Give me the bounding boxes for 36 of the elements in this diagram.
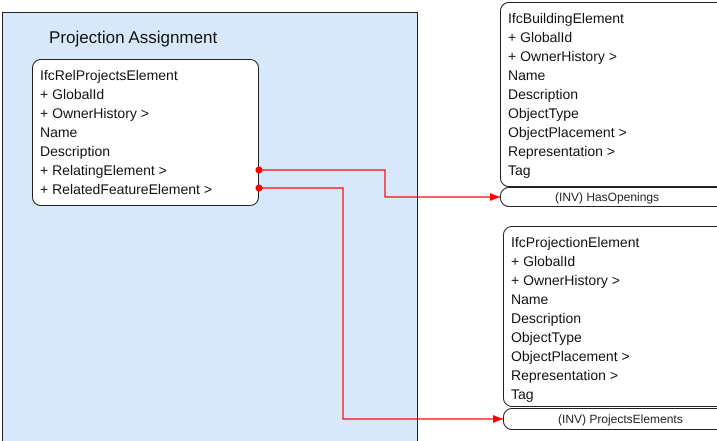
attribute-text: + RelatingElement > bbox=[40, 161, 168, 180]
inverse-attribute-text: (INV) ProjectsElements bbox=[558, 412, 683, 426]
attribute-text: Name bbox=[511, 290, 550, 309]
attribute-text: + GlobalId bbox=[508, 28, 574, 47]
attribute-text: Description bbox=[40, 142, 112, 161]
attribute-text: Tag bbox=[511, 385, 535, 404]
attribute-text: Name bbox=[508, 66, 546, 85]
attribute-text: + OwnerHistory > bbox=[40, 104, 150, 123]
attribute-text: + OwnerHistory > bbox=[508, 47, 618, 66]
attribute-text: + GlobalId bbox=[40, 85, 106, 104]
attribute-text: Representation > bbox=[508, 142, 616, 161]
attribute-text: ObjectPlacement > bbox=[511, 347, 631, 366]
attribute-text: + GlobalId bbox=[511, 252, 576, 271]
attribute-text: Name bbox=[40, 123, 78, 142]
attribute-text: ObjectType bbox=[508, 104, 580, 123]
attribute-text: ObjectType bbox=[511, 328, 583, 347]
attribute-text: Representation > bbox=[511, 366, 620, 385]
inverse-attribute-box bbox=[503, 408, 717, 430]
class-name: IfcRelProjectsElement bbox=[40, 66, 179, 85]
inverse-attribute-text: (INV) HasOpenings bbox=[555, 190, 660, 204]
attribute-text: Tag bbox=[508, 161, 532, 180]
panel-title: Projection Assignment bbox=[49, 28, 218, 48]
class-box bbox=[503, 226, 717, 407]
attribute-text: + RelatedFeatureElement > bbox=[40, 180, 213, 199]
attribute-text: Description bbox=[508, 85, 580, 104]
attribute-text: Description bbox=[511, 309, 582, 328]
attribute-text: + OwnerHistory > bbox=[511, 271, 621, 290]
class-box bbox=[500, 2, 717, 187]
class-box bbox=[32, 59, 259, 206]
attribute-text: ObjectPlacement > bbox=[508, 123, 628, 142]
group-panel bbox=[2, 12, 418, 441]
connector-arrow bbox=[256, 166, 500, 201]
class-name: IfcProjectionElement bbox=[511, 233, 640, 252]
inverse-attribute-box bbox=[500, 187, 717, 207]
class-name: IfcBuildingElement bbox=[508, 9, 625, 28]
connector-arrow bbox=[256, 184, 503, 423]
